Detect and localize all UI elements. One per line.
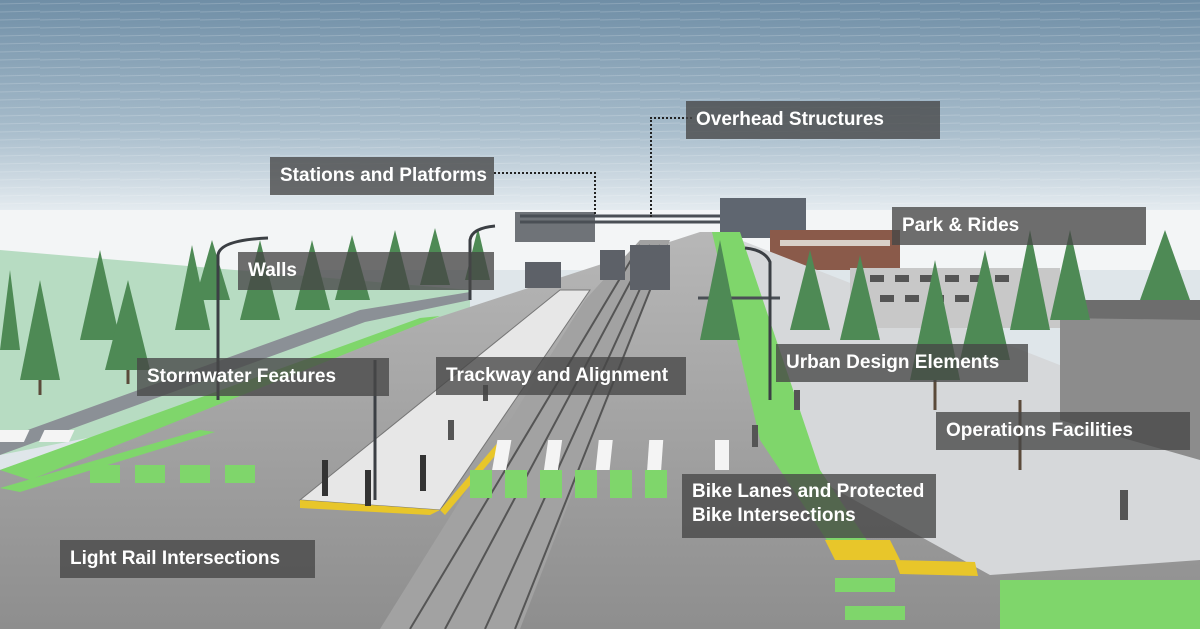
- stormwater-features-label: Stormwater Features: [137, 358, 389, 396]
- park-and-rides-label: Park & Rides: [892, 207, 1146, 245]
- bike-lanes-label: Bike Lanes and Protected Bike Intersecti…: [682, 474, 936, 538]
- bike-lanes-label-line2: Bike Intersections: [692, 505, 856, 526]
- bollards: [322, 455, 426, 506]
- retaining-wall: [0, 292, 470, 455]
- light-rail-intersections-label: Light Rail Intersections: [60, 540, 315, 578]
- left-bike-lane: [0, 316, 440, 480]
- trackway: [380, 240, 670, 629]
- bike-lanes-label-line1: Bike Lanes and Protected: [692, 481, 925, 502]
- rails: [409, 244, 669, 629]
- green-crosswalk: [90, 465, 1200, 629]
- trackway-and-alignment-label: Trackway and Alignment: [436, 357, 686, 395]
- operations-facilities-label: Operations Facilities: [936, 412, 1190, 450]
- crosswalk-stripes: [0, 430, 729, 470]
- urban-design-elements-label: Urban Design Elements: [776, 344, 1028, 382]
- overhead-structures-label: Overhead Structures: [686, 101, 940, 139]
- light-rail-trains: [525, 245, 670, 290]
- right-bike-lane: [712, 232, 880, 560]
- walls-label: Walls: [238, 252, 494, 290]
- overhead-structures-leader: [650, 117, 692, 217]
- stations-leader: [494, 172, 596, 214]
- stations-and-platforms-label: Stations and Platforms: [270, 157, 494, 195]
